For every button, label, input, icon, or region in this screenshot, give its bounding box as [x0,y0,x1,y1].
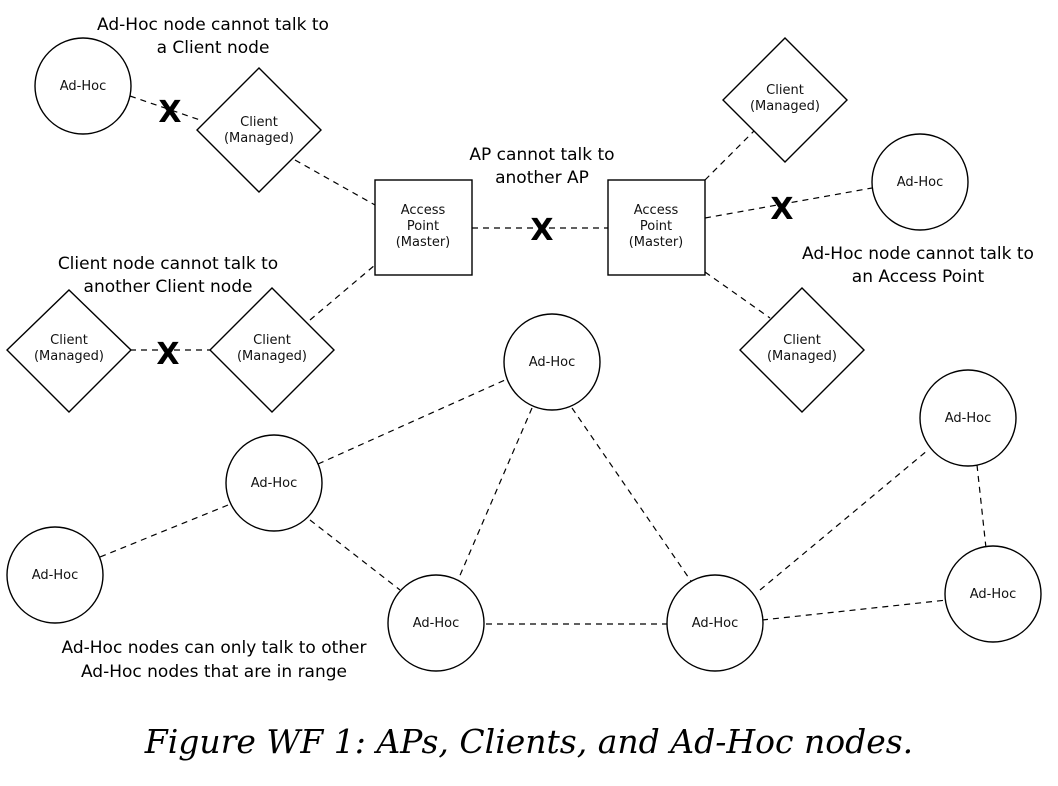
figure-caption: Figure WF 1: APs, Clients, and Ad-Hoc no… [144,722,914,761]
adhoc-node: Ad-Hoc [666,574,764,672]
svg-text:Ad-Hoc: Ad-Hoc [32,568,78,583]
svg-text:Access: Access [401,203,446,218]
svg-text:Client: Client [766,83,804,98]
link-adhoc-mesh-8 [761,599,948,621]
note-adhoc-range: Ad-Hoc nodes can only talk to other [62,638,367,658]
blocked-mark: X [156,337,179,372]
client-node: Client (Managed) [6,289,132,413]
adhoc-node: Ad-Hoc [387,574,485,672]
svg-text:Ad-Hoc: Ad-Hoc [251,476,297,491]
adhoc-nodes: Ad-Hoc Ad-Hoc Ad-Hoc Ad-Hoc Ad-Hoc Ad-Ho… [6,37,1042,672]
adhoc-node: Ad-Hoc [503,313,601,411]
client-node: Client (Managed) [196,67,322,193]
svg-text:Point: Point [640,219,672,234]
client-nodes: Client (Managed) Client (Managed) Client… [6,37,865,413]
blocked-mark: X [530,213,553,248]
adhoc-node: Ad-Hoc [225,434,323,532]
note-ap-ap: AP cannot talk to [469,145,614,165]
access-point-nodes: Access Point (Master) Access Point (Mast… [374,179,706,276]
svg-text:Client: Client [783,333,821,348]
note-adhoc-client: Ad-Hoc node cannot talk to [97,15,329,35]
svg-text:Ad-Hoc: Ad-Hoc [692,616,738,631]
link-adhoc-client-blocked [129,95,201,121]
svg-text:Ad-Hoc: Ad-Hoc [529,355,575,370]
blocked-marks: X X X X [156,95,793,372]
link-adhoc-mesh-2 [99,504,229,558]
adhoc-node: Ad-Hoc [944,545,1042,643]
svg-text:Ad-Hoc: Ad-Hoc [413,616,459,631]
link-adhoc-mesh-5 [571,407,694,585]
link-client-ap-left-lower [309,264,376,321]
svg-text:(Managed): (Managed) [224,131,294,146]
adhoc-node: Ad-Hoc [34,37,132,135]
client-node: Client (Managed) [739,287,865,413]
svg-text:Client: Client [50,333,88,348]
svg-text:Point: Point [407,219,439,234]
adhoc-node: Ad-Hoc [871,133,969,231]
note-client-client: another Client node [84,277,253,297]
link-adhoc-mesh-1 [317,379,506,465]
adhoc-node: Ad-Hoc [919,369,1017,467]
note-adhoc-ap: Ad-Hoc node cannot talk to [802,244,1034,264]
connections [99,95,987,625]
svg-text:Client: Client [240,115,278,130]
svg-text:(Master): (Master) [396,235,451,250]
svg-text:(Managed): (Managed) [34,349,104,364]
svg-text:Access: Access [634,203,679,218]
link-ap-client-right-lower [704,271,771,319]
svg-text:Client: Client [253,333,291,348]
access-point-node: Access Point (Master) [374,179,473,276]
note-adhoc-ap: an Access Point [852,267,985,287]
client-node: Client (Managed) [722,37,848,163]
link-adhoc-mesh-9 [976,464,987,549]
svg-text:(Master): (Master) [629,235,684,250]
svg-text:(Managed): (Managed) [237,349,307,364]
link-client-ap-left [294,159,376,206]
svg-text:(Managed): (Managed) [750,99,820,114]
annotations: Ad-Hoc node cannot talk to a Client node… [58,15,1034,682]
access-point-node: Access Point (Master) [607,179,706,276]
note-adhoc-range: Ad-Hoc nodes that are in range [81,662,347,682]
note-adhoc-client: a Client node [157,38,270,58]
note-ap-ap: another AP [495,168,589,188]
link-adhoc-mesh-4 [457,407,533,581]
svg-text:Ad-Hoc: Ad-Hoc [60,79,106,94]
svg-text:Ad-Hoc: Ad-Hoc [897,175,943,190]
link-adhoc-mesh-3 [309,519,401,591]
svg-text:(Managed): (Managed) [767,349,837,364]
client-node: Client (Managed) [209,287,335,413]
link-adhoc-mesh-7 [759,449,929,591]
link-ap-client-right-upper [704,129,756,181]
blocked-mark: X [770,192,793,227]
note-client-client: Client node cannot talk to [58,254,278,274]
svg-text:Ad-Hoc: Ad-Hoc [970,587,1016,602]
adhoc-node: Ad-Hoc [6,526,104,624]
blocked-mark: X [158,95,181,130]
svg-text:Ad-Hoc: Ad-Hoc [945,411,991,426]
